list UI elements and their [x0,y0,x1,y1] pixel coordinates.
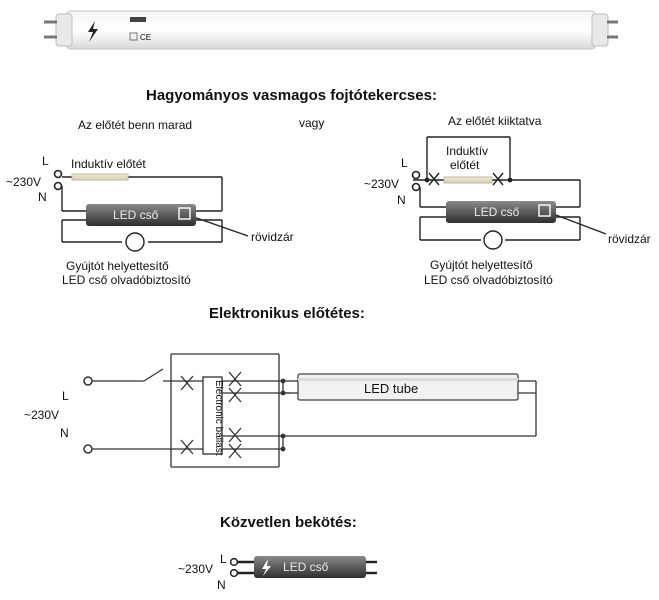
right-short-label: rövidzár [608,232,651,246]
left-circuit [61,176,249,243]
direct-tube-label: LED cső [283,560,329,574]
electronic-led-tube: LED tube [297,373,519,401]
conventional-title: Hagyományos vasmagos fojtótekercses: [146,87,437,104]
electronic-terminal-l[interactable] [83,376,93,386]
left-terminal-n[interactable] [53,181,63,191]
direct-title: Közvetlen bekötés: [220,514,357,531]
left-tube-label: LED cső [113,208,159,222]
right-starter-label-2: LED cső olvadóbiztosító [424,273,553,287]
right-ballast-label-1: Induktív [446,144,488,158]
left-voltage-label: ~230V [6,175,41,189]
right-starter-label-1: Gyújtót helyettesítő [430,258,533,272]
left-starter-fuse [125,232,145,252]
electronic-junction-3 [280,433,286,439]
direct-neutral-label: N [217,578,226,592]
right-led-tube: LED cső [446,201,556,223]
right-tube-label: LED cső [474,205,520,219]
left-ballast-label: Induktív előtét [71,157,146,171]
or-text: vagy [299,116,324,130]
right-terminal-n[interactable] [411,182,421,192]
left-neutral-label: N [38,190,47,204]
brand-logo [130,17,146,22]
right-ballast-label-2: előtét [450,158,480,172]
direct-live-label: L [220,552,227,566]
left-caption: Az előtét benn marad [78,118,192,132]
direct-terminal-l[interactable] [229,557,239,567]
direct-voltage-label: ~230V [178,562,213,576]
electronic-circuit [92,353,537,468]
right-junction-2 [507,177,513,183]
ce-mark: CE [140,33,151,42]
right-voltage-label: ~230V [364,177,399,191]
right-caption: Az előtét kiiktatva [448,114,542,128]
right-inductive-ballast [443,176,493,184]
left-inductive-ballast [71,173,129,181]
right-terminal-l[interactable] [411,170,421,180]
electronic-voltage-label: ~230V [24,408,59,422]
right-circuit [413,136,607,241]
electronic-live-label: L [62,389,69,403]
electronic-tube-label: LED tube [364,381,418,396]
electronic-title: Elektronikus előtétes: [209,305,365,322]
left-short-label: rövidzár [251,230,294,244]
product-tube: CE [44,10,618,50]
left-live-label: L [42,154,49,168]
electronic-junction-1 [280,378,286,384]
electronic-junction-4 [280,446,286,452]
right-neutral-label: N [397,193,406,207]
electronic-neutral-label: N [60,426,69,440]
left-terminal-l[interactable] [53,169,63,179]
electronic-junction-2 [280,390,286,396]
electronic-terminal-n[interactable] [83,444,93,454]
right-junction-1 [424,177,430,183]
direct-circuit: LED cső [229,556,377,578]
right-starter-fuse [483,230,503,250]
left-starter-label-2: LED cső olvadóbiztosító [62,273,191,287]
left-led-tube: LED cső [86,204,196,226]
electronic-ballast-box: Electronic ballast [202,376,224,456]
right-live-label: L [401,156,408,170]
direct-terminal-n[interactable] [229,568,239,578]
left-starter-label-1: Gyújtót helyettesítő [66,259,169,273]
lightning-icon [88,21,98,42]
direct-lightning-icon [262,559,271,576]
electronic-ballast-label: Electronic ballast [213,380,224,456]
